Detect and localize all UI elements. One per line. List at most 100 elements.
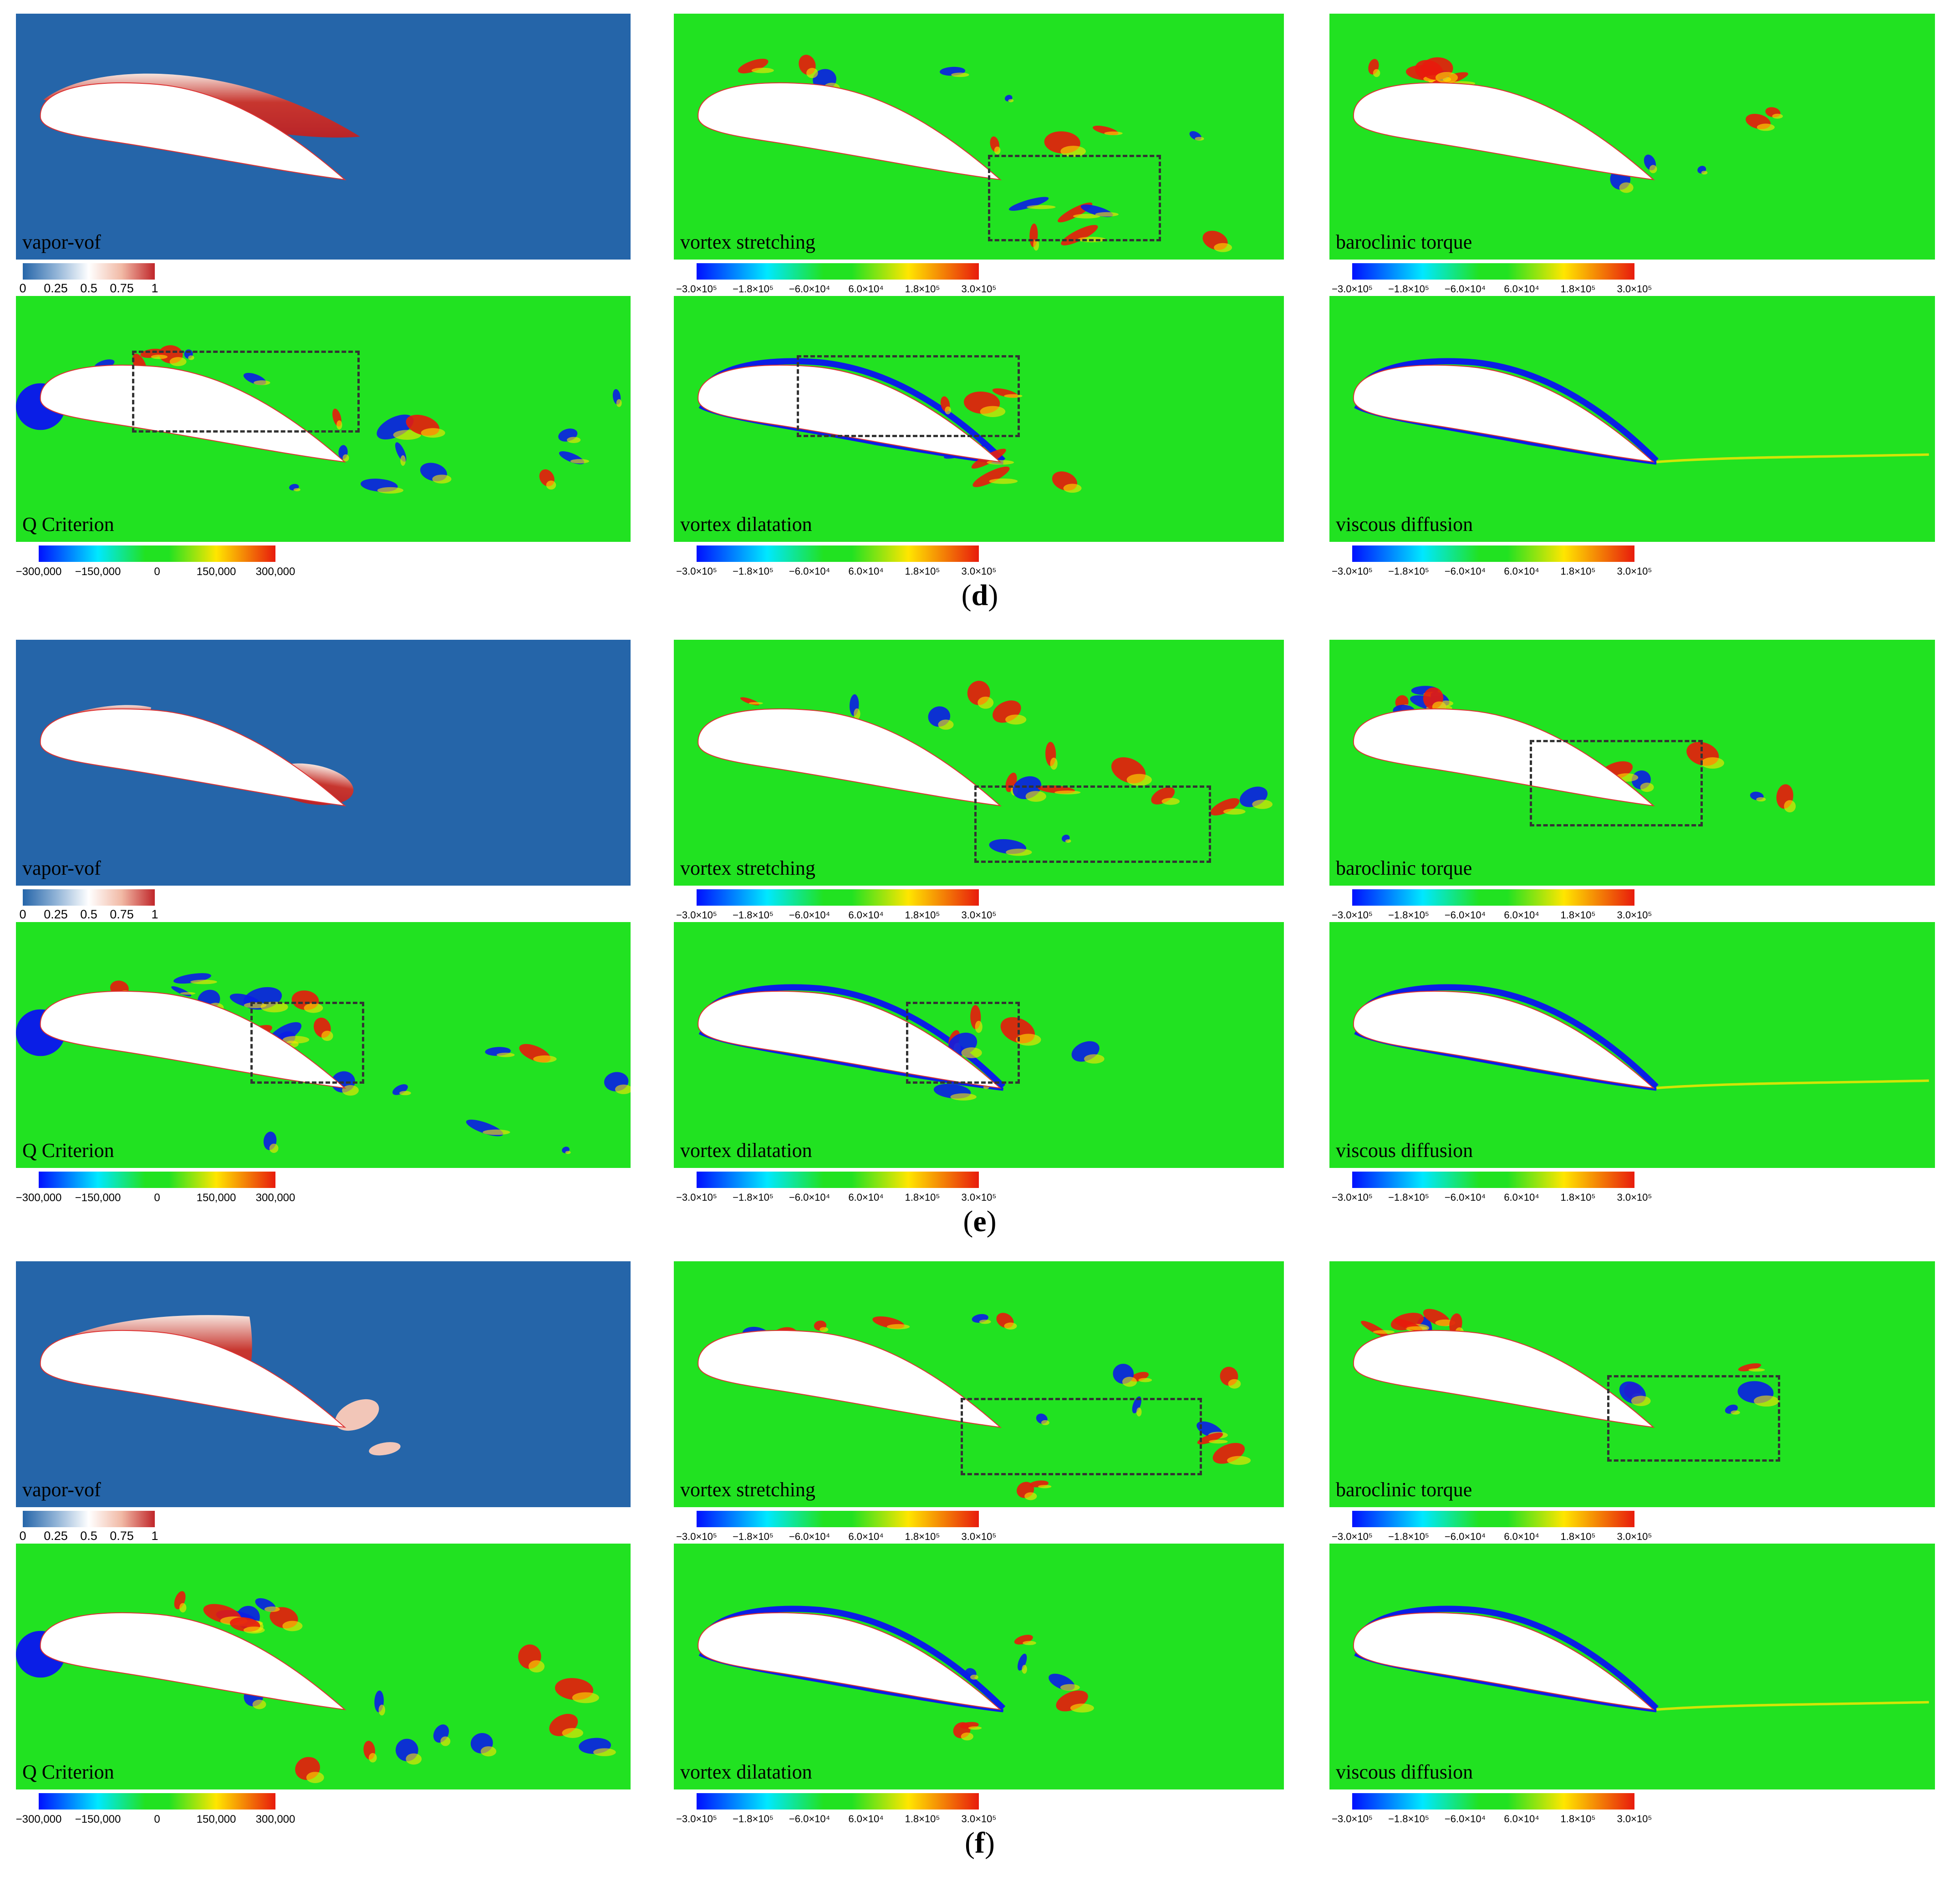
colorbar-tick-label: 1.8×10⁵ xyxy=(1560,909,1596,921)
panel-vd-f: vortex dilatation xyxy=(674,1544,1284,1789)
vortex-structure xyxy=(1738,1363,1761,1371)
colorbar-gradient xyxy=(1352,545,1634,562)
colorbar-gradient xyxy=(39,545,275,562)
colorbar-tick-label: 0.25 xyxy=(44,281,68,295)
panel-label: vortex dilatation xyxy=(680,1761,812,1783)
vortex-structure xyxy=(994,146,1001,155)
vortex-structure xyxy=(368,1753,377,1763)
vortex-structure xyxy=(169,357,187,367)
contour-vs xyxy=(674,14,1284,260)
wake-streak xyxy=(1656,1079,1929,1090)
colorbar-tick-label: 3.0×10⁵ xyxy=(1617,1192,1652,1203)
colorbar-tick-label: 6.0×10⁴ xyxy=(1504,909,1539,921)
airfoil-hydrofoil xyxy=(697,990,1002,1089)
colorbar-tick-label: −1.8×10⁵ xyxy=(1388,1813,1429,1825)
vortex-structure xyxy=(1640,782,1654,792)
panel-label: Q Criterion xyxy=(22,513,114,535)
vortex-structure xyxy=(1073,214,1100,219)
colorbar-tick-label: −3.0×10⁵ xyxy=(676,283,717,295)
panel-label: viscous diffusion xyxy=(1336,1761,1473,1783)
wake-streak xyxy=(1656,1701,1929,1711)
panel-vdif-f: viscous diffusion xyxy=(1329,1544,1935,1789)
subfigure-label: (d) xyxy=(961,579,998,612)
vortex-structure xyxy=(406,1753,422,1765)
vortex-structure xyxy=(1025,791,1047,802)
colorbar-tick-label: −3.0×10⁵ xyxy=(1332,283,1373,295)
panel-vs-d: vortex stretching xyxy=(674,14,1284,260)
colorbar-tick-label: −6.0×10⁴ xyxy=(789,909,830,921)
vortex-structure xyxy=(264,1606,280,1612)
vortex-structure xyxy=(972,466,1010,487)
colorbar-tick-label: 0 xyxy=(19,1529,26,1543)
colorbar-tick-label: 6.0×10⁴ xyxy=(848,1192,884,1203)
vapor-cloud xyxy=(335,1399,379,1431)
vortex-structure xyxy=(1132,1396,1142,1413)
vortex-structure xyxy=(1701,757,1724,769)
colorbar-tick-label: 6.0×10⁴ xyxy=(848,283,884,295)
vortex-structure xyxy=(1065,839,1071,843)
vortex-structure xyxy=(1756,123,1775,131)
colorbar-gradient xyxy=(697,1511,979,1527)
vortex-structure xyxy=(400,455,406,466)
vortex-structure xyxy=(393,430,422,440)
colorbar-gradient xyxy=(1352,1172,1634,1188)
panel-label: vapor-vof xyxy=(22,857,101,879)
vortex-structure xyxy=(1649,165,1657,173)
colorbar-tick-label: 6.0×10⁴ xyxy=(848,1531,884,1542)
panel-label: baroclinic torque xyxy=(1336,857,1472,879)
panel-label: baroclinic torque xyxy=(1336,1478,1472,1501)
colorbar-tick-label: 0 xyxy=(19,281,26,295)
vortex-structure xyxy=(377,414,414,440)
vortex-structure xyxy=(968,1726,982,1730)
vortex-structure xyxy=(1209,1439,1228,1444)
colorbar-gradient xyxy=(1352,889,1634,906)
vortex-structure xyxy=(432,474,452,484)
colorbar-tick-label: −6.0×10⁴ xyxy=(1444,1531,1486,1542)
colorbar-tick-label: −6.0×10⁴ xyxy=(789,1192,830,1203)
vortex-structure xyxy=(854,708,860,719)
panel-vdif-d: viscous diffusion xyxy=(1329,296,1935,542)
vortex-structure xyxy=(567,437,581,443)
colorbar-tick-label: 300,000 xyxy=(255,1192,295,1204)
airfoil-hydrofoil xyxy=(1353,1612,1655,1710)
panel-bt-e: baroclinic torque xyxy=(1329,640,1935,886)
contour-vof xyxy=(16,14,631,260)
contour-vd xyxy=(674,296,1284,542)
vapor-cloud xyxy=(369,1442,401,1456)
panel-label: vortex dilatation xyxy=(680,513,812,535)
colorbar-tick-label: 1.8×10⁵ xyxy=(905,283,940,295)
vortex-structure xyxy=(1008,197,1049,211)
vortex-structure xyxy=(1022,1665,1027,1674)
vortex-structure xyxy=(748,702,763,705)
vortex-structure xyxy=(378,1704,386,1716)
colorbar-tick-label: 0.75 xyxy=(110,1529,134,1543)
subfigure-label: (e) xyxy=(963,1205,997,1238)
colorbar-tick-label: −150,000 xyxy=(75,1813,121,1825)
colorbar-tick-label: 3.0×10⁵ xyxy=(961,566,997,577)
airfoil-hydrofoil xyxy=(1353,990,1655,1089)
colorbar-tick-label: 1 xyxy=(151,1529,158,1543)
highlight-box xyxy=(797,355,1020,437)
colorbar-gradient xyxy=(1352,1793,1634,1810)
colorbar-tick-label: −6.0×10⁴ xyxy=(1444,1813,1486,1825)
vortex-structure xyxy=(951,72,969,77)
panel-label: vortex stretching xyxy=(680,231,815,253)
colorbar-tick-label: 3.0×10⁵ xyxy=(1617,1813,1652,1825)
vortex-structure xyxy=(1756,797,1766,802)
colorbar-tick-label: 0.25 xyxy=(44,907,68,921)
vortex-structure xyxy=(1054,790,1081,795)
highlight-box xyxy=(988,155,1161,241)
vortex-structure xyxy=(1023,1641,1036,1645)
vortex-structure xyxy=(321,1030,333,1041)
vortex-structure xyxy=(1748,1368,1765,1372)
colorbar-tick-label: 1.8×10⁵ xyxy=(905,909,940,921)
colorbar-tick-label: 6.0×10⁴ xyxy=(1504,1192,1539,1203)
highlight-box xyxy=(974,785,1211,863)
vortex-structure xyxy=(945,406,951,414)
colorbar-gradient xyxy=(697,1793,979,1810)
